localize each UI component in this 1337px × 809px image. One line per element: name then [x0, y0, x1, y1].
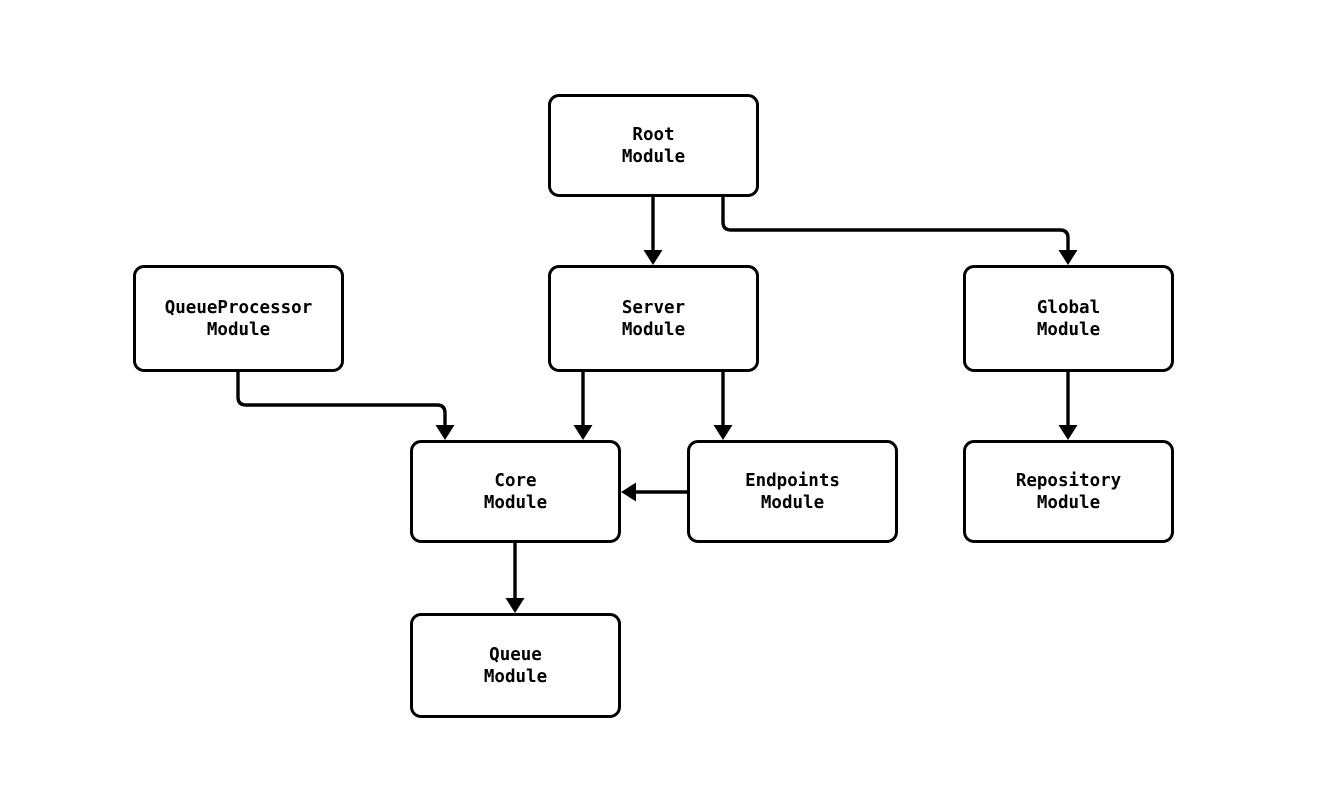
node-label-line1: Core [494, 470, 537, 491]
node-server-module[interactable]: Server Module [548, 265, 759, 372]
node-label-line2: Module [483, 492, 548, 513]
arrowhead-queueprocessor-to-core [435, 425, 455, 440]
node-label-line2: Module [621, 319, 686, 340]
node-label-line2: Module [206, 319, 271, 340]
node-queueprocessor-module[interactable]: QueueProcessor Module [133, 265, 344, 372]
edge-queueprocessor-to-core [236, 372, 447, 427]
arrowhead-server-to-endpoints [713, 425, 733, 440]
node-label-line1: Endpoints [745, 470, 840, 491]
arrowhead-root-to-server [643, 250, 663, 265]
node-root-module[interactable]: Root Module [548, 94, 759, 197]
arrowhead-core-to-queue [505, 598, 525, 613]
node-global-module[interactable]: Global Module [963, 265, 1174, 372]
node-label-line2: Module [621, 146, 686, 167]
node-label-line2: Module [1036, 492, 1101, 513]
node-repository-module[interactable]: Repository Module [963, 440, 1174, 543]
arrowhead-endpoints-to-core [621, 482, 636, 502]
node-label-line1: Global [1036, 297, 1101, 318]
arrowhead-server-to-core [573, 425, 593, 440]
node-label-line1: Queue [489, 644, 542, 665]
node-label-line2: Module [483, 666, 548, 687]
node-label-line1: Root [632, 124, 675, 145]
node-endpoints-module[interactable]: Endpoints Module [687, 440, 898, 543]
node-label-line1: Repository [1015, 470, 1122, 491]
node-queue-module[interactable]: Queue Module [410, 613, 621, 718]
edge-root-to-global [721, 197, 1070, 252]
node-core-module[interactable]: Core Module [410, 440, 621, 543]
node-label-line2: Module [1036, 319, 1101, 340]
arrowhead-root-to-global [1058, 250, 1078, 265]
node-label-line2: Module [760, 492, 825, 513]
arrowhead-global-to-repository [1058, 425, 1078, 440]
node-label-line1: QueueProcessor [164, 297, 313, 318]
node-label-line1: Server [621, 297, 686, 318]
